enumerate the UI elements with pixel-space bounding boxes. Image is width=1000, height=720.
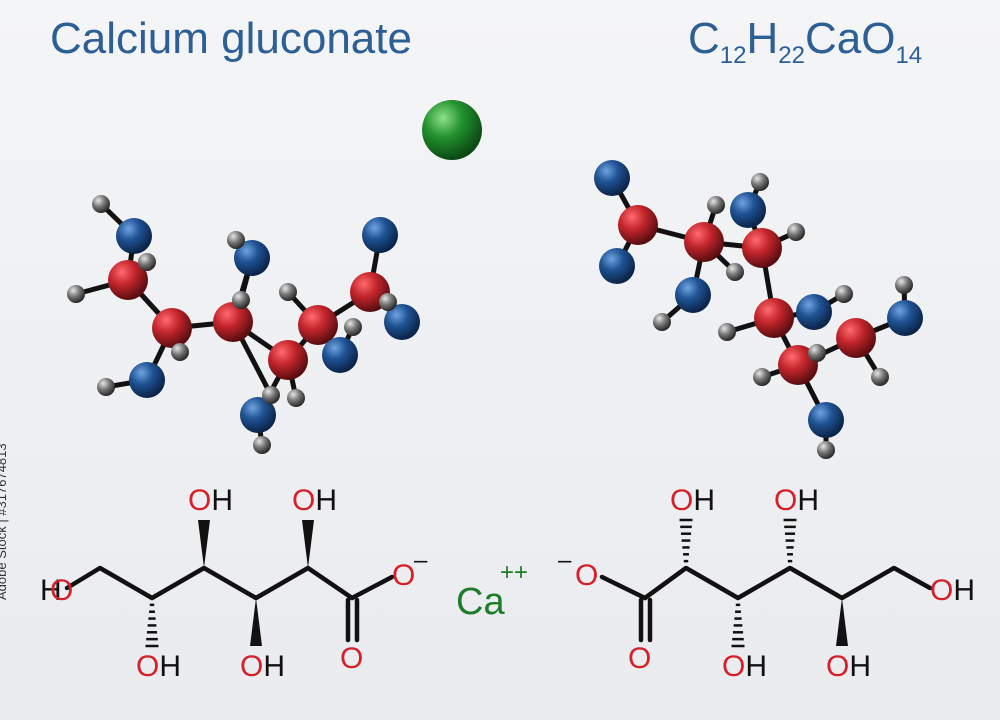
carbon-atom — [618, 205, 658, 245]
right-carbonyl-o: O — [628, 642, 651, 675]
carbon-atom — [754, 298, 794, 338]
hydrogen-atom — [751, 173, 769, 191]
carbon-atom — [742, 228, 782, 268]
chemical-formula: C12H22CaO14 — [688, 14, 923, 69]
left-oh-c3: OH — [188, 484, 233, 517]
hydrogen-atom — [653, 313, 671, 331]
hydrogen-atom — [92, 195, 110, 213]
hydrogen-atom — [171, 343, 189, 361]
left-oh-c2: OH — [136, 650, 181, 683]
carbon-atom — [213, 302, 253, 342]
left-carboxyl-single-bond — [349, 574, 395, 601]
carbon-atom — [778, 345, 818, 385]
oxygen-atom — [384, 304, 420, 340]
left-ho-h: H — [40, 574, 62, 607]
hydrogen-atom — [227, 231, 245, 249]
diagram-title: Calcium gluconate — [50, 14, 412, 63]
hydrogen-atom — [287, 389, 305, 407]
right-c3-hash-bond — [731, 603, 745, 648]
left-oh-c5: OH — [292, 484, 337, 517]
right-chain-bonds — [642, 565, 933, 601]
right-oh-c3: OH — [722, 650, 767, 683]
right-carboxylate-minus: – — [558, 547, 572, 574]
left-c4-wedge-bond — [250, 598, 262, 646]
carbon-atom — [836, 318, 876, 358]
right-oh-c6: OH — [930, 574, 975, 607]
left-oh-c4: OH — [240, 650, 285, 683]
hydrogen-atom — [138, 253, 156, 271]
right-c2-hash-bond — [679, 518, 693, 563]
left-c2-hash-bond — [145, 603, 159, 648]
hydrogen-atom — [808, 344, 826, 362]
hydrogen-atom — [726, 263, 744, 281]
stereo-bonds — [145, 518, 848, 648]
right-oh-c5: OH — [826, 650, 871, 683]
left-ho-o: O — [50, 574, 73, 607]
hydrogen-atom — [835, 285, 853, 303]
right-oh-c2: OH — [670, 484, 715, 517]
calcium-charge: ++ — [500, 559, 528, 586]
left-chain-bonds — [64, 565, 355, 601]
oxygen-atom — [322, 337, 358, 373]
carbon-atom — [152, 308, 192, 348]
oxygen-atom — [599, 248, 635, 284]
hydrogen-atom — [379, 293, 397, 311]
oxygen-atom — [594, 160, 630, 196]
hydrogen-atom — [262, 386, 280, 404]
oxygen-atom — [730, 192, 766, 228]
calcium-atom — [422, 100, 482, 160]
hydrogen-atom — [718, 323, 736, 341]
right-carboxyl-single-bond — [599, 574, 648, 601]
carbon-atom — [108, 260, 148, 300]
right-c5-wedge-bond — [836, 598, 848, 646]
calcium-ion-label: Ca — [456, 581, 505, 623]
carbon-atom — [268, 340, 308, 380]
hydrogen-atom — [817, 441, 835, 459]
oxygen-atom — [240, 397, 276, 433]
left-c3-wedge-bond — [198, 520, 210, 568]
oxygen-atom — [234, 240, 270, 276]
oxygen-atom — [129, 362, 165, 398]
oxygen-atom — [116, 218, 152, 254]
hydrogen-atom — [232, 291, 250, 309]
hydrogen-atom — [253, 436, 271, 454]
oxygen-atom — [887, 300, 923, 336]
hydrogen-atom — [787, 223, 805, 241]
left-carboxylate-o: O — [392, 559, 415, 592]
hydrogen-atom — [279, 283, 297, 301]
carbon-atom — [684, 222, 724, 262]
oxygen-atom — [808, 402, 844, 438]
hydrogen-atom — [871, 368, 889, 386]
hydrogen-atom — [344, 318, 362, 336]
hydrogen-atom — [707, 196, 725, 214]
hydrogen-atom — [97, 378, 115, 396]
oxygen-atom — [362, 217, 398, 253]
ball-and-stick-models — [67, 100, 923, 459]
carbon-atom — [298, 305, 338, 345]
right-oh-c4: OH — [774, 484, 819, 517]
oxygen-atom — [675, 277, 711, 313]
right-c4-hash-bond — [783, 518, 797, 563]
right-carboxylate-o: O — [575, 559, 598, 592]
left-carbonyl-o: O — [340, 642, 363, 675]
hydrogen-atom — [67, 285, 85, 303]
left-c5-wedge-bond — [302, 520, 314, 568]
hydrogen-atom — [895, 276, 913, 294]
oxygen-atom — [796, 294, 832, 330]
left-carboxylate-minus: – — [414, 547, 428, 574]
hydrogen-atom — [753, 368, 771, 386]
